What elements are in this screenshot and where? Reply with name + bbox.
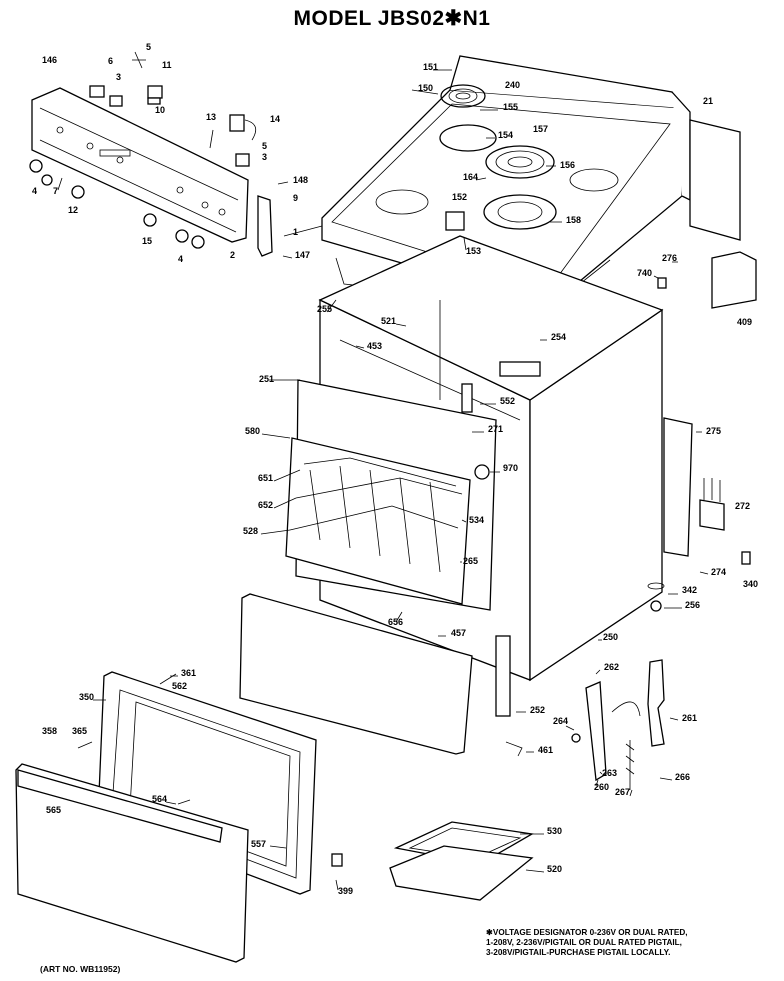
- part-label-152: 152: [452, 192, 467, 202]
- part-label-5a: 5: [146, 42, 151, 52]
- part-label-521: 521: [381, 316, 396, 326]
- part-label-534: 534: [469, 515, 484, 525]
- part-label-147: 147: [295, 250, 310, 260]
- part-label-150: 150: [418, 83, 433, 93]
- outer-door: [15, 673, 343, 963]
- broiler-pan: [389, 821, 534, 901]
- part-label-970: 970: [503, 463, 518, 473]
- part-label-652: 652: [258, 500, 273, 510]
- cooktop: [321, 55, 691, 307]
- part-label-2: 2: [230, 250, 235, 260]
- part-label-251: 251: [259, 374, 274, 384]
- art-number: (ART NO. WB11952): [40, 964, 121, 974]
- part-label-261: 261: [682, 713, 697, 723]
- door-glass: [239, 593, 473, 755]
- rear-panel: [689, 119, 757, 309]
- part-label-267: 267: [615, 787, 630, 797]
- part-label-21: 21: [703, 96, 713, 106]
- part-label-164: 164: [463, 172, 478, 182]
- part-label-151: 151: [423, 62, 438, 72]
- surface-units: [439, 84, 557, 230]
- part-label-6: 6: [108, 56, 113, 66]
- voltage-note: ✱VOLTAGE DESIGNATOR 0-236V OR DUAL RATED…: [486, 928, 688, 958]
- part-label-461: 461: [538, 745, 553, 755]
- part-label-265: 265: [463, 556, 478, 566]
- part-label-453: 453: [367, 341, 382, 351]
- part-label-262: 262: [604, 662, 619, 672]
- part-label-157: 157: [533, 124, 548, 134]
- note-line: 1-208V, 2-236V/PIGTAIL OR DUAL RATED PIG…: [486, 938, 682, 947]
- part-label-255: 255: [317, 304, 332, 314]
- part-label-530: 530: [547, 826, 562, 836]
- part-label-5b: 5: [262, 141, 267, 151]
- part-label-1: 1: [293, 227, 298, 237]
- side-panel: [647, 277, 751, 612]
- part-label-564: 564: [152, 794, 167, 804]
- part-label-358: 358: [42, 726, 57, 736]
- hinge-hardware: [495, 635, 665, 790]
- part-label-15: 15: [142, 236, 152, 246]
- part-label-264: 264: [553, 716, 568, 726]
- part-label-250: 250: [603, 632, 618, 642]
- part-label-158: 158: [566, 215, 581, 225]
- part-label-13: 13: [206, 112, 216, 122]
- part-label-266: 266: [675, 772, 690, 782]
- part-label-365: 365: [72, 726, 87, 736]
- switches-knobs: [29, 51, 273, 257]
- part-label-156: 156: [560, 160, 575, 170]
- part-label-528: 528: [243, 526, 258, 536]
- part-label-263: 263: [602, 768, 617, 778]
- part-label-520: 520: [547, 864, 562, 874]
- part-label-148: 148: [293, 175, 308, 185]
- part-label-361: 361: [181, 668, 196, 678]
- part-label-10: 10: [155, 105, 165, 115]
- part-label-580: 580: [245, 426, 260, 436]
- part-label-9: 9: [293, 193, 298, 203]
- part-label-562: 562: [172, 681, 187, 691]
- note-line: ✱VOLTAGE DESIGNATOR 0-236V OR DUAL RATED…: [486, 928, 688, 937]
- part-label-740: 740: [637, 268, 652, 278]
- part-label-252: 252: [530, 705, 545, 715]
- part-label-272: 272: [735, 501, 750, 511]
- part-label-14: 14: [270, 114, 280, 124]
- part-label-11: 11: [162, 60, 172, 70]
- part-label-340: 340: [743, 579, 758, 589]
- part-label-12: 12: [68, 205, 78, 215]
- part-label-154: 154: [498, 130, 513, 140]
- leader-lines: [93, 69, 709, 891]
- part-label-3a: 3: [116, 72, 121, 82]
- oven-racks: [285, 379, 497, 611]
- part-label-350: 350: [79, 692, 94, 702]
- part-label-271: 271: [488, 424, 503, 434]
- part-label-275: 275: [706, 426, 721, 436]
- part-label-457: 457: [451, 628, 466, 638]
- part-label-254: 254: [551, 332, 566, 342]
- part-label-153: 153: [466, 246, 481, 256]
- part-label-256: 256: [685, 600, 700, 610]
- part-label-4a: 4: [32, 186, 37, 196]
- diagram-title: MODEL JBS02✱N1: [293, 7, 491, 30]
- part-label-656: 656: [388, 617, 403, 627]
- part-label-552: 552: [500, 396, 515, 406]
- part-label-565: 565: [46, 805, 61, 815]
- part-label-240: 240: [505, 80, 520, 90]
- note-line: 3-208V/PIGTAIL-PURCHASE PIGTAIL LOCALLY.: [486, 948, 671, 957]
- part-label-4b: 4: [178, 254, 183, 264]
- part-label-274: 274: [711, 567, 726, 577]
- part-label-3b: 3: [262, 152, 267, 162]
- part-label-409: 409: [737, 317, 752, 327]
- part-label-146: 146: [42, 55, 57, 65]
- part-label-557: 557: [251, 839, 266, 849]
- part-label-260: 260: [594, 782, 609, 792]
- part-label-7: 7: [53, 186, 58, 196]
- part-label-155: 155: [503, 102, 518, 112]
- part-label-276: 276: [662, 253, 677, 263]
- control-panel: [31, 87, 249, 243]
- part-label-342: 342: [682, 585, 697, 595]
- part-label-399: 399: [338, 886, 353, 896]
- part-label-651: 651: [258, 473, 273, 483]
